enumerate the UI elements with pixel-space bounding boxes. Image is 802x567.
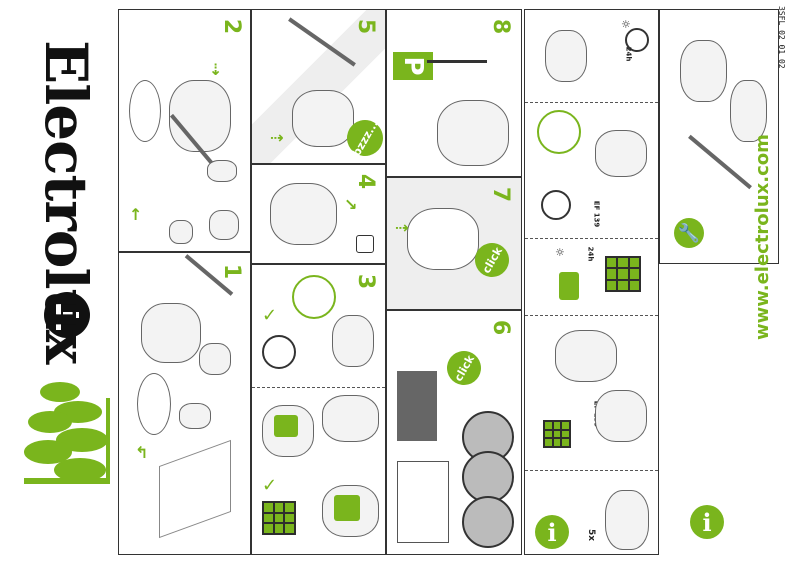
trees-icon xyxy=(24,382,110,484)
click-badge: click xyxy=(440,344,488,392)
motor-filter-illustration xyxy=(537,110,581,154)
floor-nozzle-illustration xyxy=(397,371,437,441)
floor-detail-illustration xyxy=(462,496,514,548)
drying-time: 24h xyxy=(586,246,595,262)
nozzle-illustration xyxy=(209,210,239,240)
motor-filter-illustration xyxy=(292,275,336,319)
vacuum-illustration xyxy=(595,130,647,177)
info-icon: i xyxy=(535,515,569,549)
nozzle-illustration xyxy=(207,160,237,182)
arrow-icon: ↑ xyxy=(129,205,143,224)
step-number: 4 xyxy=(353,173,379,190)
step-number: 3 xyxy=(353,273,379,290)
nozzle-illustration xyxy=(199,343,231,375)
divider xyxy=(525,102,658,103)
info-icon: i xyxy=(690,505,724,539)
step-number: 8 xyxy=(488,18,514,35)
floor-detail-illustration xyxy=(462,451,514,503)
power-socket-icon xyxy=(356,235,374,253)
divider xyxy=(525,238,658,239)
step-7-panel: 7 click ⇢ xyxy=(386,177,522,310)
arrow-icon: ⇢ xyxy=(395,218,409,237)
maintenance-panel: ☼ 24h EF 139 ☼ 24h EF 139 i 5x xyxy=(524,9,659,555)
vacuum-illustration xyxy=(292,90,354,147)
filter-ring-illustration xyxy=(262,335,296,369)
filter-grid-illustration xyxy=(543,420,571,448)
checkmark-icon: ✓ xyxy=(262,475,278,496)
sun-icon: ☼ xyxy=(555,246,565,259)
filter-ring-illustration xyxy=(541,190,571,220)
step-number: 6 xyxy=(488,319,514,336)
wrench-icon: 🔧 xyxy=(674,218,704,248)
hose-illustration xyxy=(137,373,171,435)
tube-illustration xyxy=(427,60,487,63)
washing-illustration xyxy=(545,30,587,82)
vacuum-illustration xyxy=(605,490,649,550)
filter-illustration xyxy=(334,495,360,521)
vacuum-illustration xyxy=(169,80,231,152)
repeat-count: 5x xyxy=(586,528,597,542)
service-panel: 🔧 xyxy=(659,9,779,264)
vacuum-illustration xyxy=(332,315,374,367)
vacuum-illustration xyxy=(595,390,647,442)
step-number: 2 xyxy=(219,18,245,35)
box-illustration xyxy=(159,439,231,539)
arrow-icon: ↰ xyxy=(135,443,149,462)
vacuum-illustration xyxy=(555,330,617,382)
document-code: 3SFL 02 01 02 xyxy=(777,6,786,69)
parking-icon: P xyxy=(393,52,433,80)
website-url[interactable]: www.electrolux.com xyxy=(752,134,773,340)
filter-illustration xyxy=(559,272,579,300)
step-8-panel: 8 P xyxy=(386,9,522,177)
vacuum-illustration xyxy=(407,208,479,270)
vacuum-illustration xyxy=(437,100,509,166)
step-6-panel: 6 click xyxy=(386,310,522,555)
vacuum-illustration xyxy=(680,40,727,102)
arrow-icon: ⇣ xyxy=(209,60,223,79)
brand-block: Electrolux xyxy=(32,10,100,363)
divider xyxy=(252,387,385,388)
step-number: 5 xyxy=(353,18,379,35)
tube-illustration xyxy=(288,17,356,67)
divider xyxy=(525,470,658,471)
floor-illustration xyxy=(397,461,449,543)
arrow-icon: ↘ xyxy=(344,195,358,214)
vacuum-illustration xyxy=(141,303,201,363)
drying-time: 24h xyxy=(624,46,633,62)
vacuum-illustration xyxy=(270,183,337,245)
step-2-panel: 2 ⇣ ↑ xyxy=(118,9,251,252)
arrow-icon: ⇢ xyxy=(270,128,284,147)
divider xyxy=(525,315,658,316)
brand-name: Electrolux xyxy=(32,40,100,364)
filter-ring-illustration xyxy=(625,28,649,52)
step-3-panel: 3 ✓ ✓ xyxy=(251,264,386,555)
step-4-panel: 4 ↘ xyxy=(251,164,386,264)
vacuum-illustration xyxy=(730,80,767,142)
nozzle-illustration xyxy=(179,403,211,429)
step-number: 7 xyxy=(488,186,514,203)
step-5-panel: 5 bzzz... ⇢ xyxy=(251,9,390,164)
sun-icon: ☼ xyxy=(621,18,631,31)
filter-grid-illustration xyxy=(605,256,641,292)
hose-illustration xyxy=(129,80,161,142)
filter-grid-illustration xyxy=(262,501,296,535)
vacuum-illustration xyxy=(262,405,314,457)
vacuum-illustration xyxy=(322,395,379,442)
checkmark-icon: ✓ xyxy=(262,305,278,326)
accessory-illustration xyxy=(169,220,193,244)
electrolux-logo-icon xyxy=(44,292,90,338)
filter-model: EF 139 xyxy=(592,200,601,228)
tube-illustration xyxy=(688,134,752,190)
step-1-panel: 1 ↰ xyxy=(118,252,251,555)
filter-illustration xyxy=(274,415,298,437)
step-number: 1 xyxy=(219,263,245,280)
